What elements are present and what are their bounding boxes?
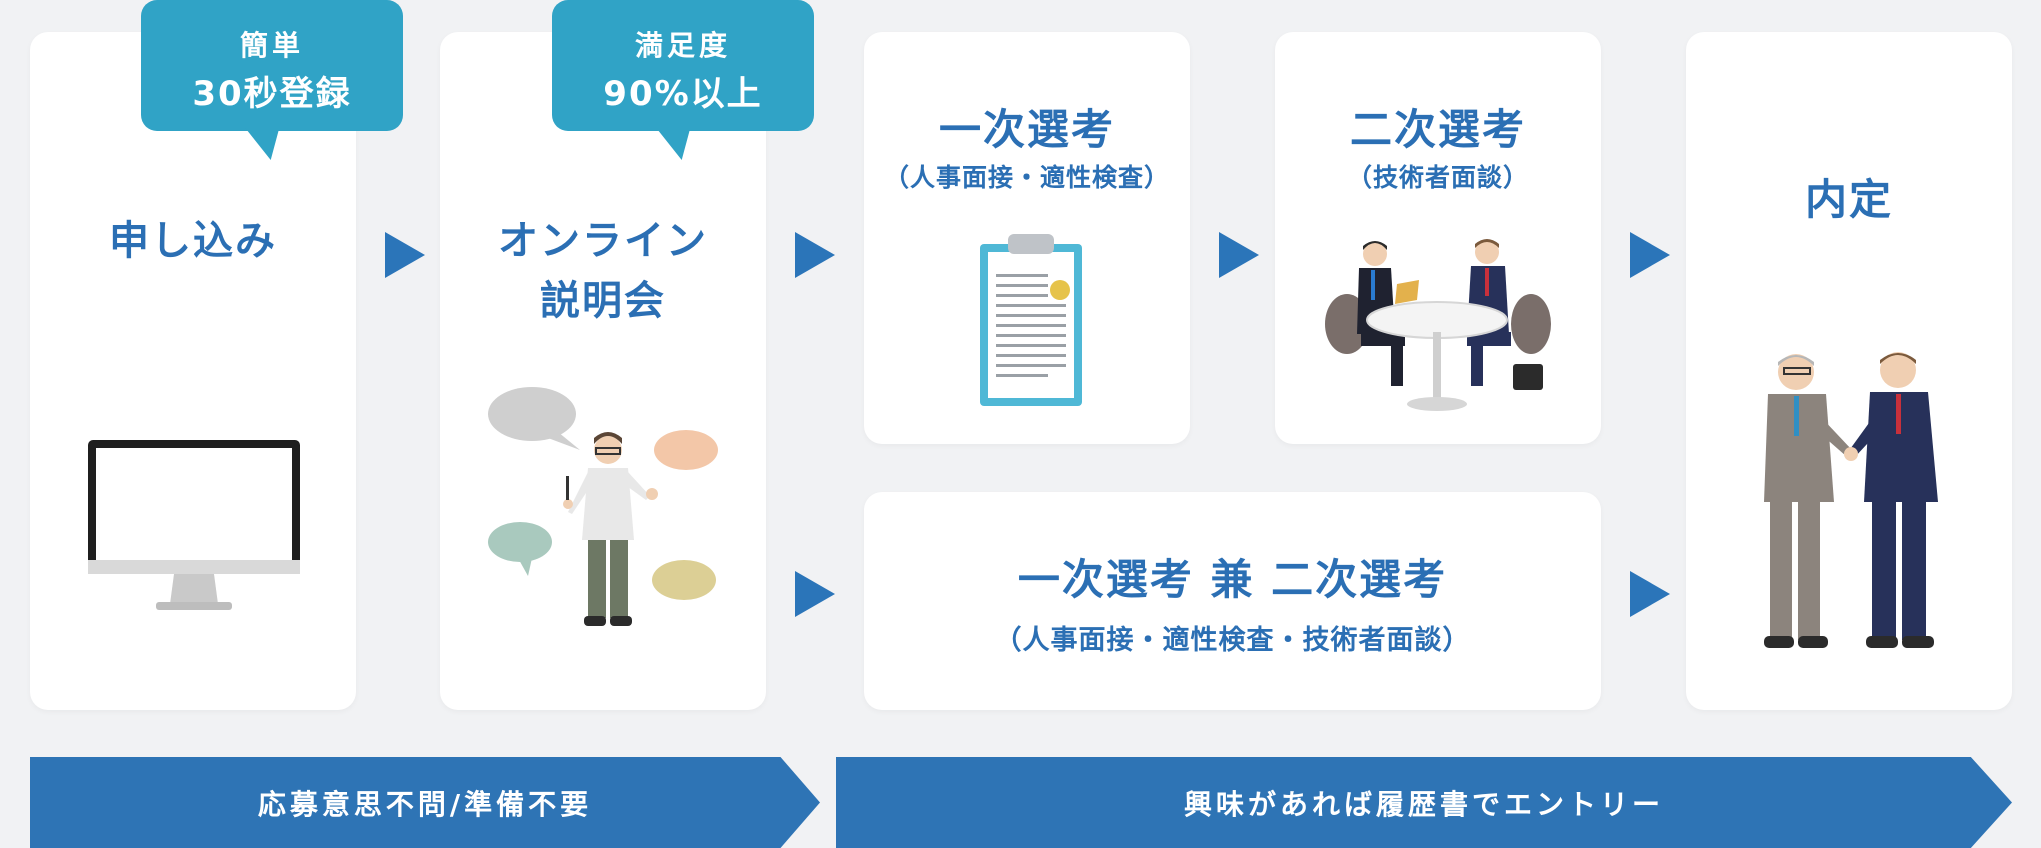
callout-briefing-line2: 90%以上 [603, 74, 763, 114]
arrow-right-icon [1630, 232, 1670, 278]
handshake-icon [1764, 352, 1938, 648]
step-title-first-screening: 一次選考 [938, 105, 1115, 154]
step-card-briefing: オンライン 説明会 [440, 32, 766, 710]
step-title-second-screening: 二次選考 [1349, 105, 1526, 154]
step-card-combined-screening: 一次選考 兼 二次選考 （人事面接・適性検査・技術者面談） [864, 492, 1601, 710]
arrow-right-icon [795, 571, 835, 617]
step-card-apply: 申し込み [30, 32, 356, 710]
step-title-briefing-line2: 説明会 [540, 278, 666, 324]
meeting-icon [1325, 239, 1551, 411]
banner-left: 応募意思不問/準備不要 [30, 757, 820, 848]
presenter-icon [488, 387, 718, 626]
step-title-apply: 申し込み [109, 218, 277, 264]
callout-apply-line2: 30秒登録 [192, 74, 352, 114]
banner-right-text: 興味があれば履歴書でエントリー [1183, 787, 1664, 821]
step-card-offer: 内定 [1686, 32, 2012, 710]
arrow-right-icon [1630, 571, 1670, 617]
step-title-briefing-line1: オンライン [498, 218, 708, 264]
monitor-icon [88, 440, 300, 610]
step-card-second-screening: 二次選考 （技術者面談） [1275, 32, 1601, 444]
callout-briefing: 満足度 90%以上 [552, 0, 814, 131]
banner-right: 興味があれば履歴書でエントリー [836, 757, 2012, 848]
step-card-first-screening: 一次選考 （人事面接・適性検査） [864, 32, 1190, 444]
callout-briefing-line1: 満足度 [634, 29, 731, 62]
callout-apply-line1: 簡単 [239, 29, 304, 62]
arrow-right-icon [1219, 232, 1259, 278]
step-title-combined-screening: 一次選考 兼 二次選考 [1017, 555, 1448, 604]
banner-left-text: 応募意思不問/準備不要 [257, 787, 593, 821]
arrow-right-icon [795, 232, 835, 278]
clipboard-icon [980, 234, 1082, 406]
step-title-offer: 内定 [1804, 175, 1893, 224]
step-sub-first-screening: （人事面接・適性検査） [883, 163, 1170, 192]
step-sub-combined-screening: （人事面接・適性検査・技術者面談） [994, 625, 1471, 656]
callout-apply: 簡単 30秒登録 [141, 0, 403, 131]
step-sub-second-screening: （技術者面談） [1346, 163, 1529, 192]
arrow-right-icon [385, 232, 425, 278]
